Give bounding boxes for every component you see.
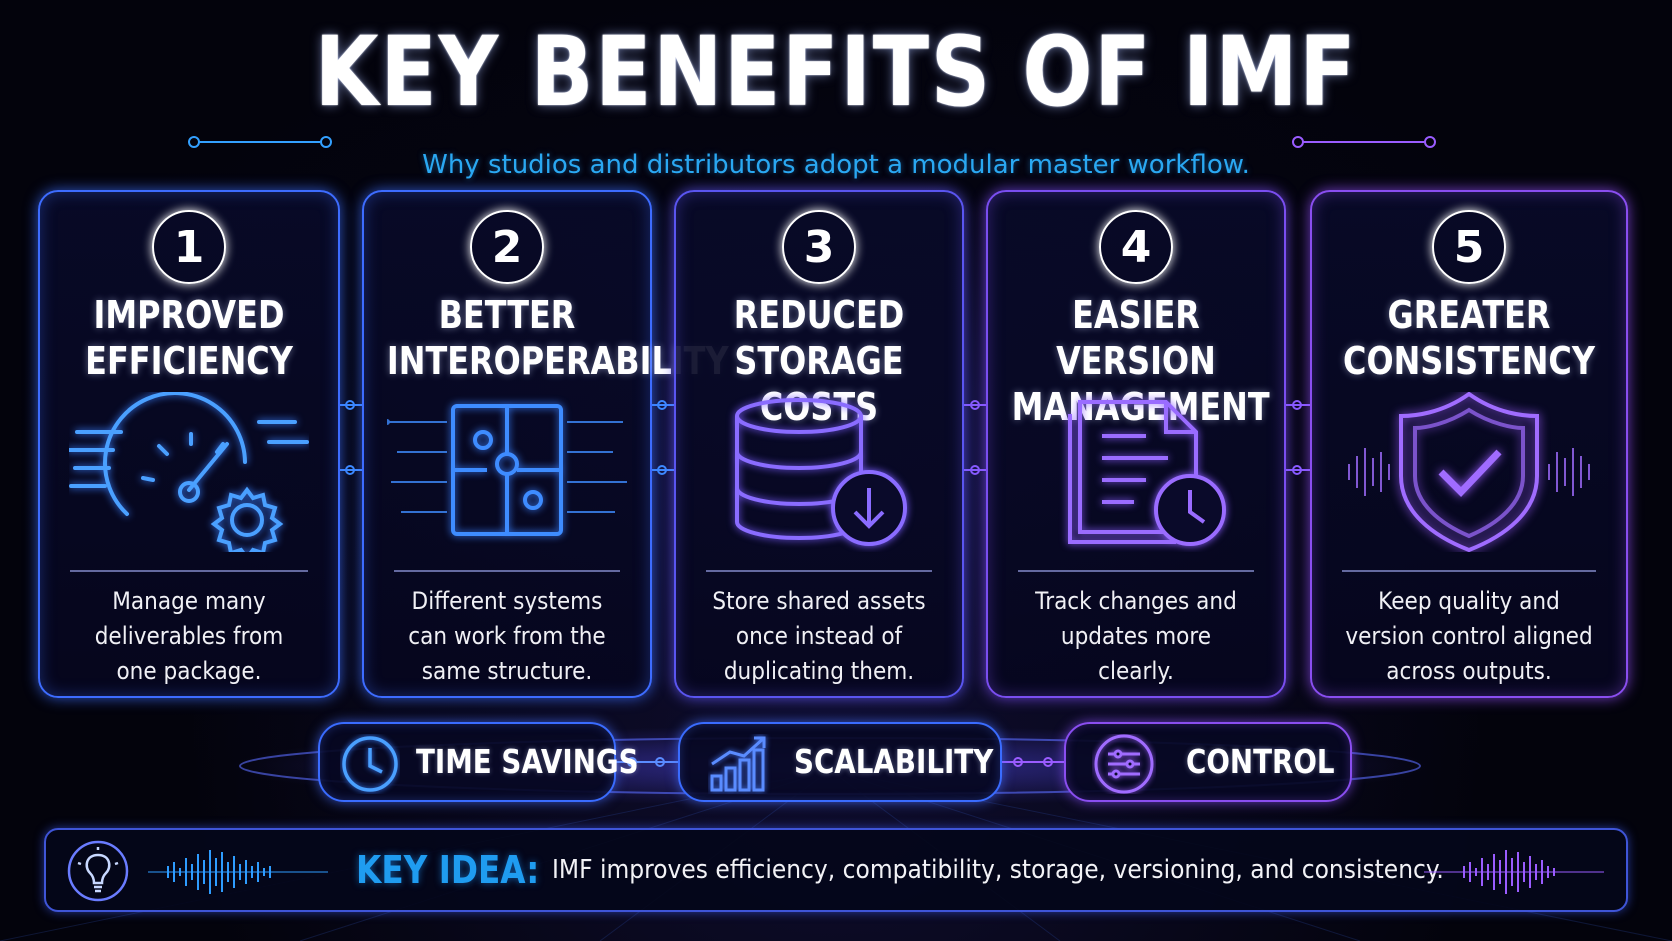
card-description: Different systems can work from the same… [408,587,606,685]
key-idea-text: IMF improves efficiency, compatibility, … [552,855,1444,885]
card-divider [1018,570,1254,572]
pill-control: CONTROL [1064,722,1352,802]
card-heading: GREATER CONSISTENCY [1343,293,1595,383]
clock-icon [342,736,398,792]
pill-label: SCALABILITY [794,742,994,781]
key-idea-bar: KEY IDEA: IMF improves efficiency, compa… [44,828,1628,912]
pill-label: CONTROL [1186,742,1335,781]
title-decoration-left [188,136,332,148]
shield-check-icon [1348,392,1590,552]
card-divider [1342,570,1596,572]
card-description: Store shared assets once instead of dupl… [712,587,926,685]
card-heading: EASIER VERSION MANAGEMENT [1011,293,1270,429]
pill-time-savings: TIME SAVINGS [318,722,639,802]
card-number-badge: 2 [470,210,544,284]
card-divider [70,570,308,572]
pill-label: TIME SAVINGS [416,742,639,781]
title-decoration-right [1292,136,1436,148]
card-divider [706,570,932,572]
benefit-card-4: 4 EASIER VERSION MANAGEMENT Track change… [986,190,1286,698]
waveform-left [148,850,328,894]
card-number-badge: 4 [1099,210,1173,284]
card-description: Manage many deliverables from one packag… [94,587,284,685]
speedometer-gear-icon [69,392,309,552]
card-number-badge: 3 [782,210,856,284]
benefit-card-2: 2 BETTER INTEROPERABILITY Diffe [362,190,729,698]
page-title: KEY BENEFITS OF IMF [314,16,1358,128]
card-heading: IMPROVED EFFICIENCY [85,293,293,383]
document-clock-icon [1068,400,1226,546]
key-idea-label: KEY IDEA: [356,848,540,892]
database-download-icon [735,398,907,546]
growth-chart-icon [710,736,766,792]
page-subtitle: Why studios and distributors adopt a mod… [422,150,1250,180]
benefit-card-3: 3 REDUCED STORAGE COSTS Store shared ass… [674,190,964,698]
waveform-right [1424,850,1604,894]
card-number-badge: 5 [1432,210,1506,284]
sliders-icon [1094,734,1154,794]
benefit-card-1: 1 IMPROVED EFFICIENCY Manage many delive… [38,190,340,698]
card-divider [394,570,620,572]
benefit-card-5: 5 GREATER CONSISTENCY Keep quality and [1310,190,1628,698]
card-description: Track changes and updates more clearly. [1035,587,1237,685]
lightbulb-icon [67,840,129,902]
pill-scalability: SCALABILITY [678,722,1002,802]
card-number-badge: 1 [152,210,226,284]
puzzle-icon [387,404,627,536]
card-description: Keep quality and version control aligned… [1345,587,1593,685]
card-heading: BETTER INTEROPERABILITY [386,293,729,383]
